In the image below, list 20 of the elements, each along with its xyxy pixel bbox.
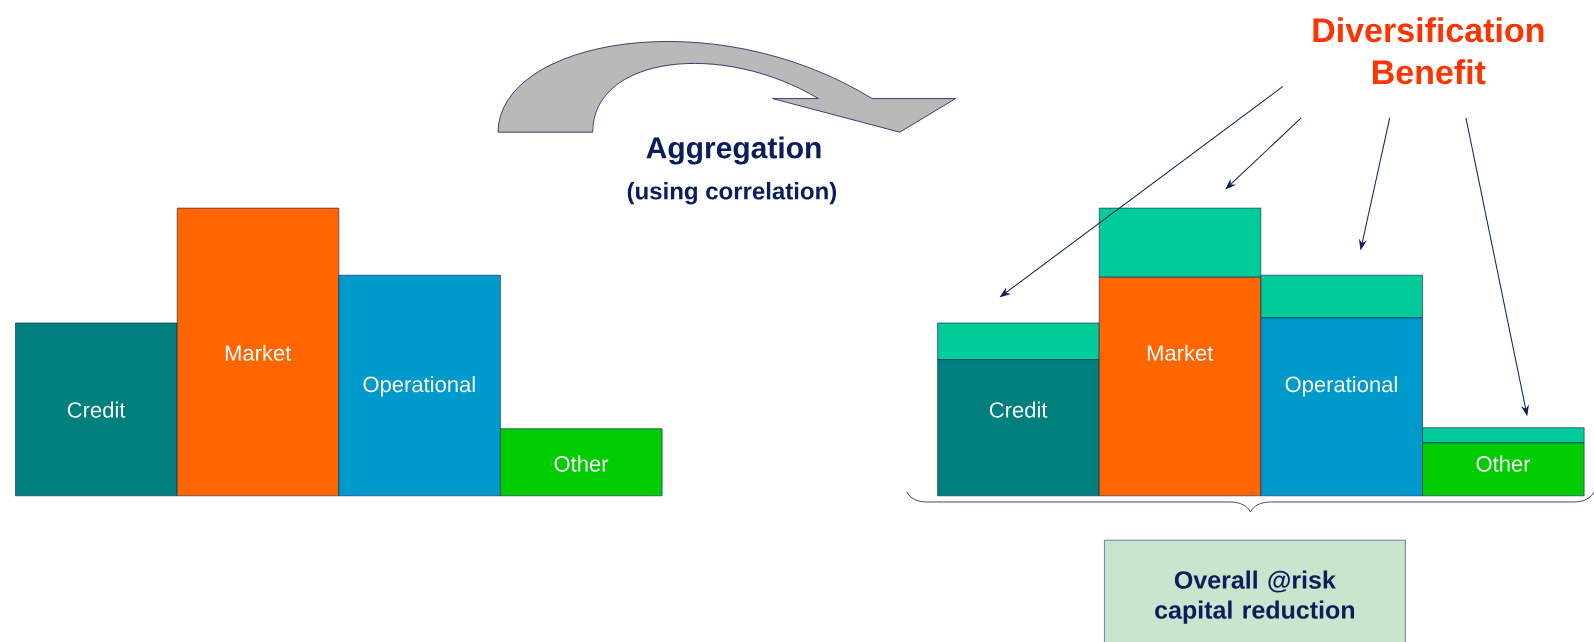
arrow <box>1465 117 1529 416</box>
bar: Market <box>1098 276 1262 497</box>
result-box: Overall @risk capital reduction <box>1104 539 1406 642</box>
arrow <box>1225 117 1302 189</box>
bar-segment <box>1260 274 1423 319</box>
arrow <box>1000 85 1284 297</box>
caption-text: (using correlation) <box>627 181 837 205</box>
bar: Credit <box>15 322 178 497</box>
heading-text: Diversification Benefit <box>1313 17 1544 85</box>
caption-text: Aggregation <box>646 136 821 165</box>
bar-segment <box>1422 427 1585 444</box>
bar: Other <box>1422 442 1585 497</box>
bar: Operational <box>1260 317 1423 497</box>
bar: Operational <box>338 274 501 497</box>
bar: Other <box>500 428 663 497</box>
arrow <box>1359 117 1391 250</box>
bar: Market <box>176 207 340 497</box>
bar: Credit <box>937 359 1100 497</box>
bar-segment <box>937 322 1100 360</box>
bar-segment <box>1098 207 1262 278</box>
